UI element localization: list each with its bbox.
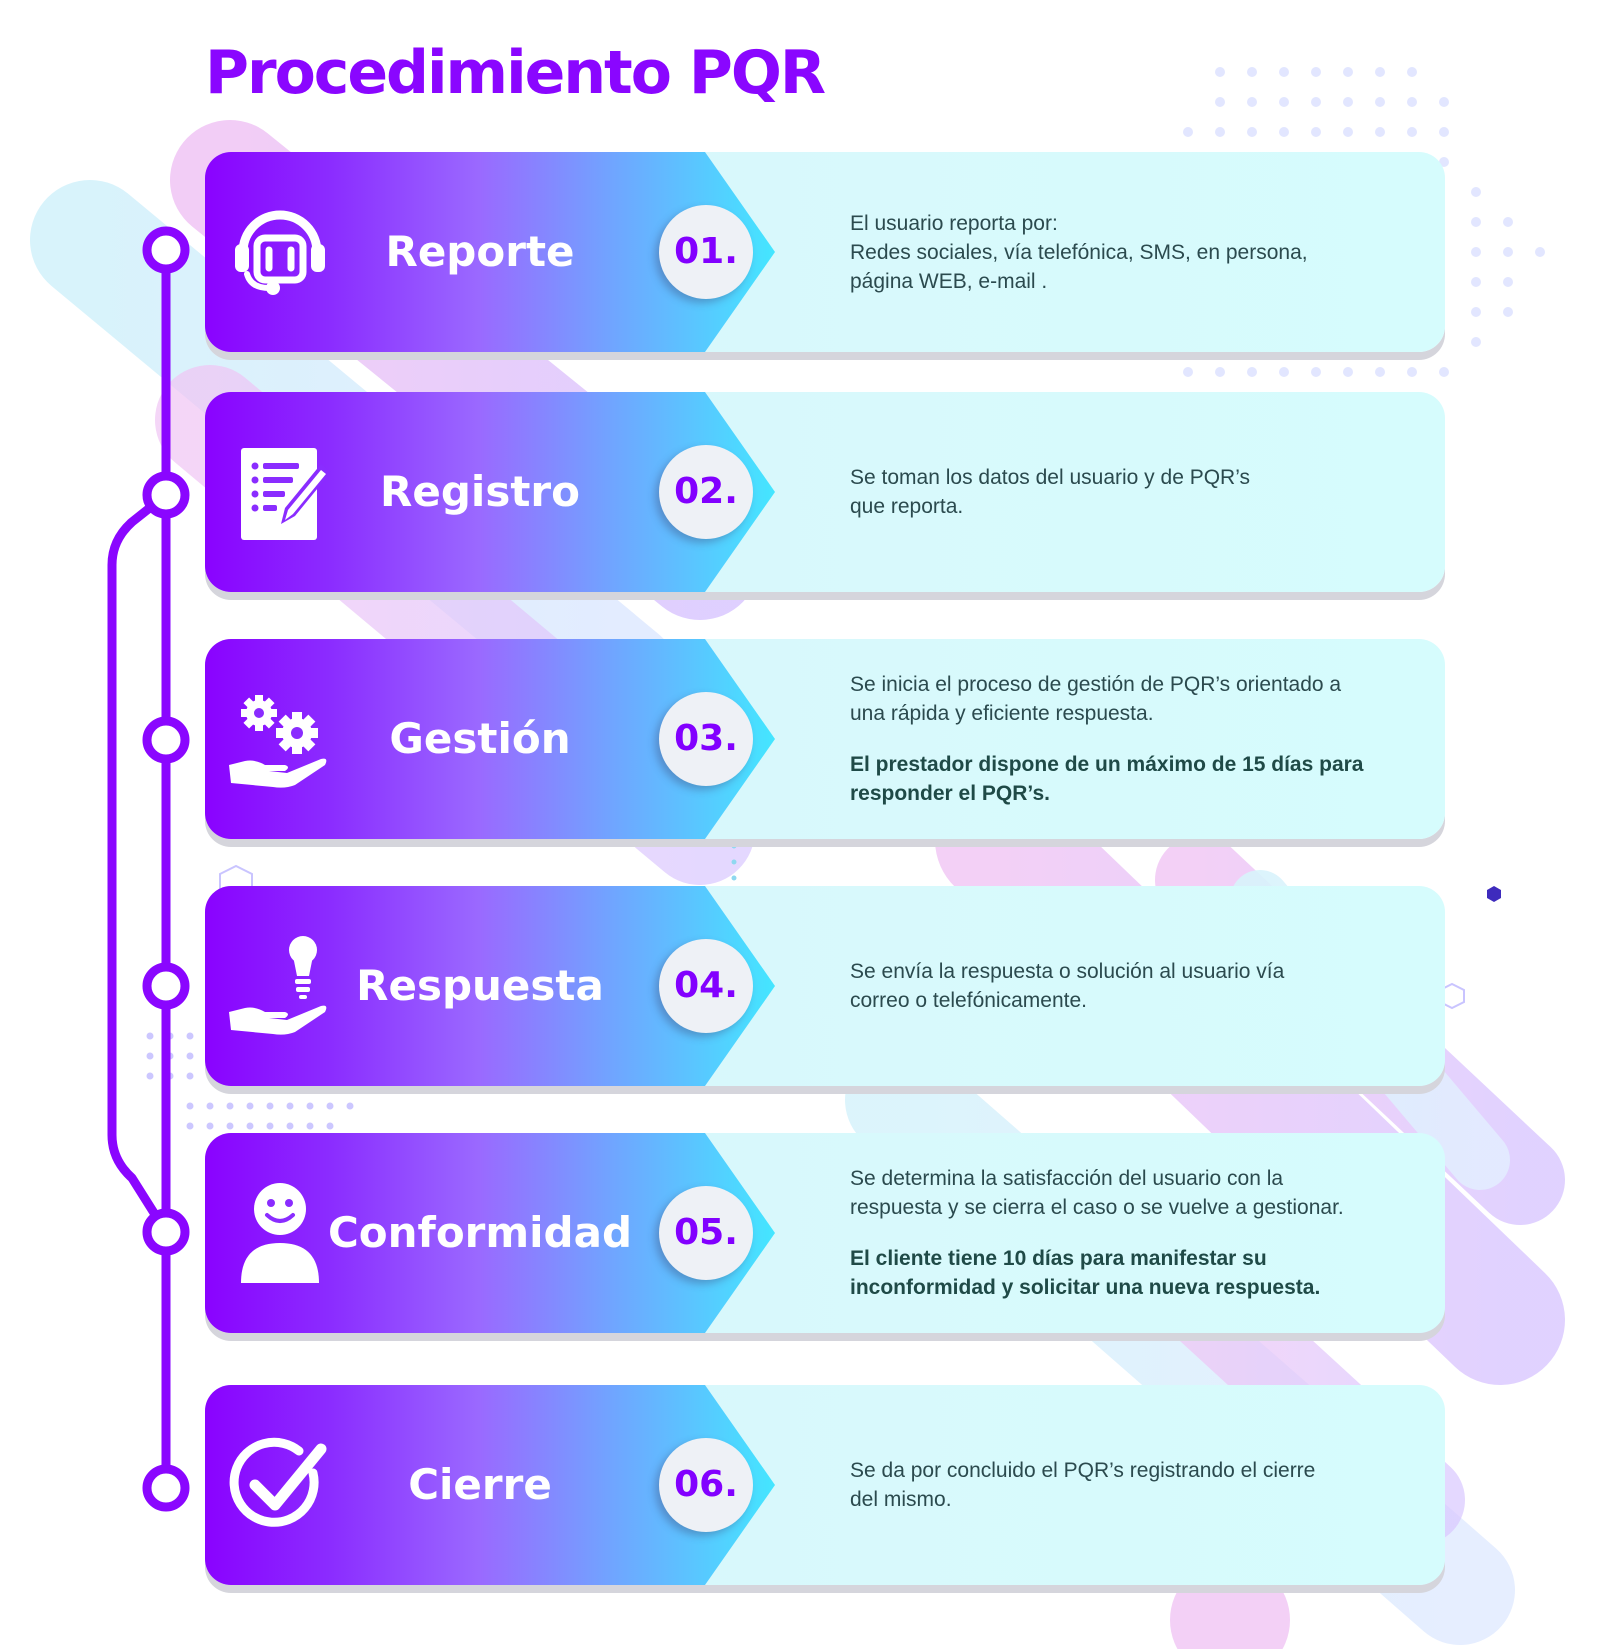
step-description: Se inicia el proceso de gestión de PQR’s… — [850, 639, 1410, 839]
step-card-registro: Registro 02. Se toman los datos del usua… — [205, 392, 1445, 592]
description-line: Se inicia el proceso de gestión de PQR’s… — [850, 673, 1342, 696]
step-number: 01. — [659, 205, 753, 299]
step-description: Se determina la satisfacción del usuario… — [850, 1133, 1410, 1333]
timeline-node — [142, 471, 190, 519]
step-banner: Gestión 03. — [205, 639, 775, 839]
step-banner: Respuesta 04. — [205, 886, 775, 1086]
step-label: Registro — [380, 467, 580, 516]
description-emphasis: El prestador dispone de un máximo de 15 … — [850, 750, 1410, 808]
step-label: Cierre — [408, 1460, 552, 1509]
step-card-gestion: Gestión 03. Se inicia el proceso de gest… — [205, 639, 1445, 839]
timeline-node — [142, 962, 190, 1010]
description-line: Se toman los datos del usuario y de PQR’… — [850, 466, 1250, 489]
description-line: una rápida y eficiente respuesta. — [850, 702, 1154, 725]
description-line: del mismo. — [850, 1488, 952, 1511]
step-number: 04. — [659, 939, 753, 1033]
emphasis-line: responder el PQR’s. — [850, 782, 1050, 805]
step-number: 05. — [659, 1186, 753, 1280]
step-number: 03. — [659, 692, 753, 786]
timeline-line — [107, 226, 190, 1512]
hexagon-filled — [1487, 886, 1501, 902]
description-line: Se determina la satisfacción del usuario… — [850, 1167, 1284, 1190]
step-number: 02. — [659, 445, 753, 539]
dot-grid-top-right — [1183, 67, 1545, 377]
timeline-node — [142, 226, 190, 274]
description-line: correo o telefónicamente. — [850, 989, 1087, 1012]
step-label: Gestión — [389, 714, 571, 763]
step-description: Se da por concluido el PQR’s registrando… — [850, 1385, 1410, 1585]
step-description: Se envía la respuesta o solución al usua… — [850, 886, 1410, 1086]
step-number: 06. — [659, 1438, 753, 1532]
step-card-reporte: Reporte 01. El usuario reporta por: Rede… — [205, 152, 1445, 352]
step-banner: Registro 02. — [205, 392, 775, 592]
step-card-cierre: Cierre 06. Se da por concluido el PQR’s … — [205, 1385, 1445, 1585]
lightbulb-hand-icon — [225, 936, 335, 1036]
smiley-user-icon — [225, 1183, 335, 1283]
step-label: Respuesta — [356, 961, 604, 1010]
description-emphasis: El cliente tiene 10 días para manifestar… — [850, 1244, 1410, 1302]
step-card-respuesta: Respuesta 04. Se envía la respuesta o so… — [205, 886, 1445, 1086]
step-label: Conformidad — [327, 1208, 633, 1257]
check-circle-icon — [225, 1435, 335, 1535]
step-description: Se toman los datos del usuario y de PQR’… — [850, 392, 1410, 592]
step-banner: Reporte 01. — [205, 152, 775, 352]
description-line: Se envía la respuesta o solución al usua… — [850, 960, 1285, 983]
step-banner: Conformidad 05. — [205, 1133, 775, 1333]
description-line: respuesta y se cierra el caso o se vuelv… — [850, 1196, 1344, 1219]
description-line: página WEB, e-mail . — [850, 269, 1048, 293]
dotted-line — [731, 843, 737, 881]
form-pencil-icon — [225, 442, 335, 542]
description-line: Se da por concluido el PQR’s registrando… — [850, 1459, 1316, 1482]
step-label: Reporte — [385, 227, 575, 276]
emphasis-line: El prestador dispone de un máximo de 15 … — [850, 753, 1364, 776]
page-title: Procedimiento PQR — [205, 38, 826, 108]
headset-icon — [225, 202, 335, 302]
timeline-node — [142, 1208, 190, 1256]
timeline-node — [142, 1464, 190, 1512]
step-card-conformidad: Conformidad 05. Se determina la satisfac… — [205, 1133, 1445, 1333]
description-line: Redes sociales, vía telefónica, SMS, en … — [850, 240, 1308, 264]
emphasis-line: El cliente tiene 10 días para manifestar… — [850, 1247, 1267, 1270]
description-line: El usuario reporta por: — [850, 211, 1058, 235]
gears-hand-icon — [225, 689, 335, 789]
emphasis-line: inconformidad y solicitar una nueva resp… — [850, 1276, 1321, 1299]
description-line: que reporta. — [850, 495, 964, 518]
step-description: El usuario reporta por: Redes sociales, … — [850, 152, 1410, 352]
timeline-node — [142, 716, 190, 764]
step-banner: Cierre 06. — [205, 1385, 775, 1585]
